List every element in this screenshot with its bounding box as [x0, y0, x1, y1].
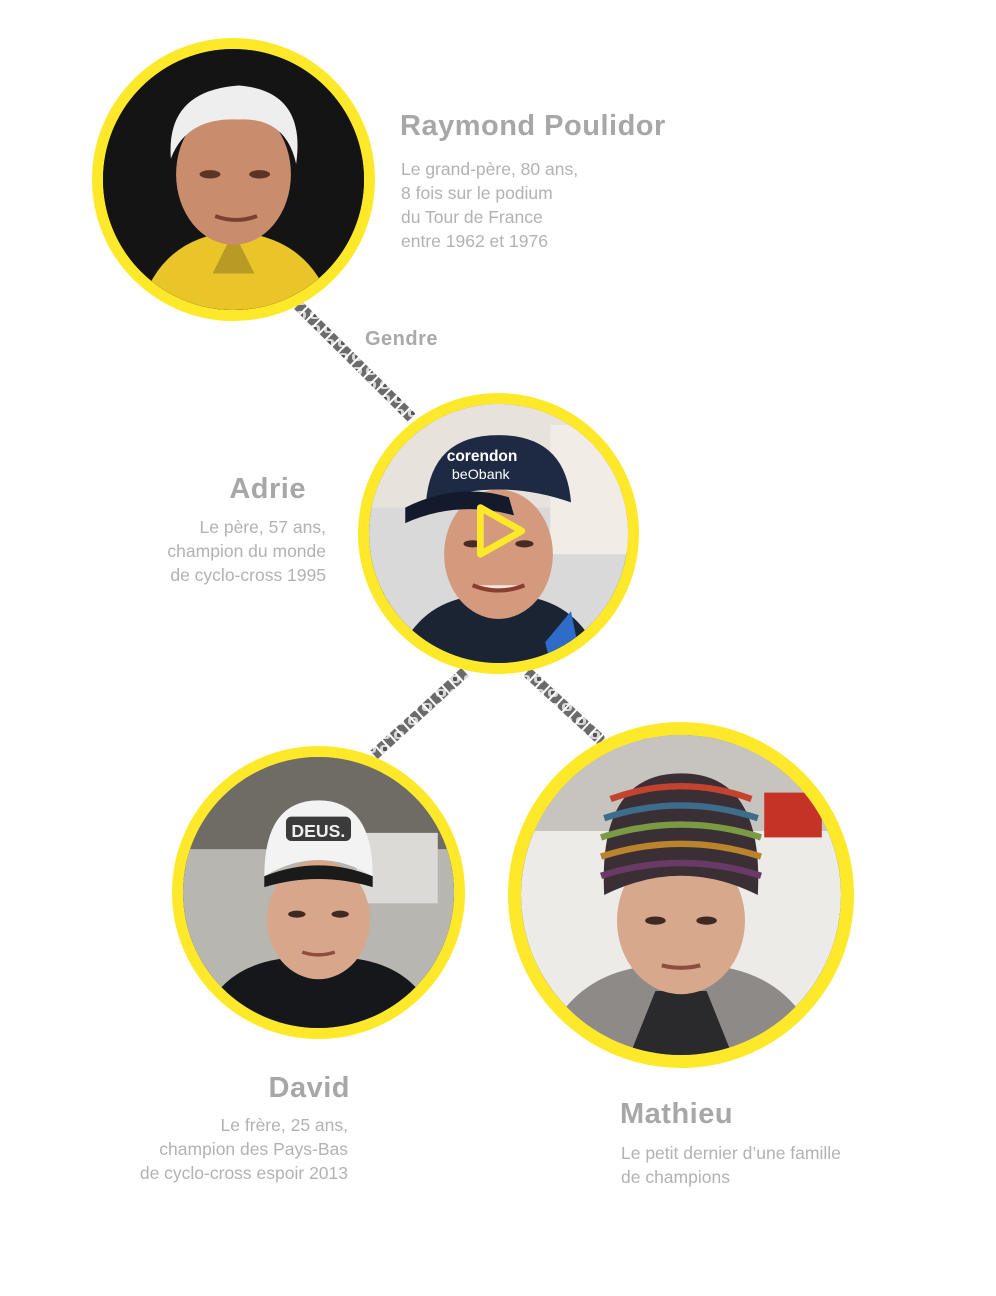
chain-link-adrie-mathieu: [523, 667, 606, 746]
portrait-david[interactable]: DEUS.: [172, 746, 465, 1039]
name-adrie: Adrie: [229, 473, 306, 505]
adrie-photo: corendon beObank: [369, 404, 628, 663]
adrie-cap-text-1: corendon: [447, 448, 518, 465]
description-adrie: Le père, 57 ans, champion du monde de cy…: [167, 517, 326, 585]
play-icon[interactable]: [477, 504, 526, 558]
description-mathieu: Le petit dernier d’une famille de champi…: [621, 1143, 841, 1187]
name-mathieu: Mathieu: [620, 1098, 734, 1130]
portrait-raymond-poulidor[interactable]: [92, 38, 375, 321]
portrait-mathieu[interactable]: [508, 722, 854, 1068]
portrait-adrie[interactable]: corendon beObank: [358, 393, 639, 674]
relation-label-gendre: Gendre: [365, 328, 439, 350]
raymond-photo: [103, 49, 364, 310]
description-raymond: Le grand-père, 80 ans, 8 fois sur le pod…: [401, 159, 579, 251]
chain-link-adrie-david: [370, 667, 469, 760]
description-david: Le frère, 25 ans, champion des Pays-Bas …: [139, 1115, 348, 1183]
name-raymond: Raymond Poulidor: [400, 110, 666, 142]
name-david: David: [268, 1072, 350, 1104]
mathieu-photo: [521, 735, 841, 1055]
chain-link-raymond-adrie: [294, 301, 416, 422]
david-cap-text: DEUS.: [291, 821, 345, 841]
adrie-cap-text-2: beObank: [452, 467, 511, 483]
david-photo: DEUS.: [183, 757, 454, 1028]
